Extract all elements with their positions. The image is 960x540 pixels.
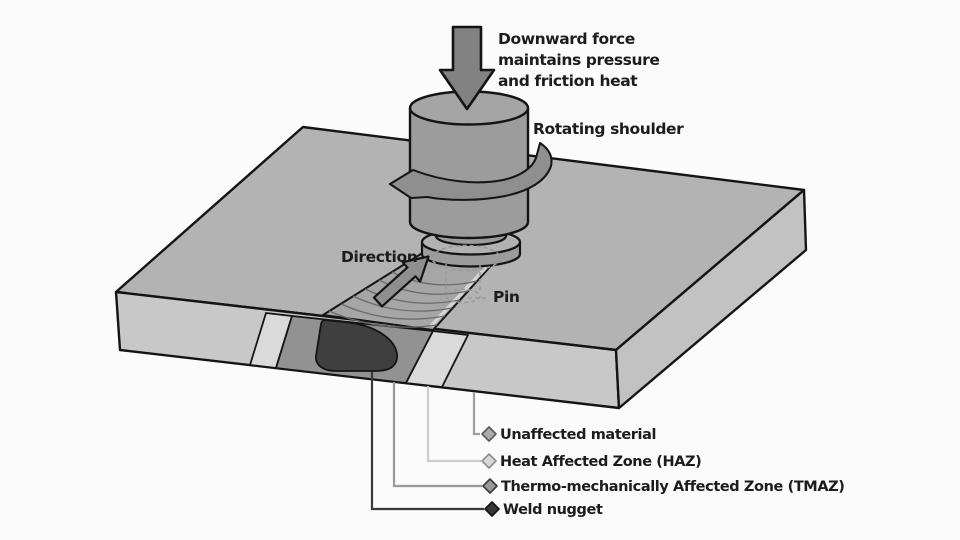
haz-band-right [405,330,469,388]
legend-swatch-tmaz [482,478,498,494]
legend-label-unaffected: Unaffected material [500,427,656,443]
weld-track-wall-highlight [429,258,495,328]
pin-label: Pin [493,288,520,306]
legend-swatch-haz [481,453,497,469]
weld-nugget [315,319,398,372]
leader-nugget [370,372,484,511]
legend-swatch-nugget [484,501,500,517]
tool-cylinder [408,108,530,240]
direction-label: Direction [341,248,417,266]
legend-swatches [481,426,500,517]
legend-label-nugget: Weld nugget [503,502,603,518]
leader-unaffected [472,392,480,436]
downward-force-label-line1: Downward force [498,30,635,48]
downward-force-arrow-icon [438,25,496,111]
downward-force-label-line2: maintains pressure [498,51,660,69]
legend-label-haz: Heat Affected Zone (HAZ) [500,454,701,470]
leader-haz [426,386,481,463]
downward-force-label-line3: and friction heat [498,72,638,90]
legend-swatch-unaffected [481,426,497,442]
pin-bottom-dashed-ellipse [445,288,481,304]
legend-leaders [370,372,484,511]
rotation-arrow-icon [389,142,553,201]
leader-tmaz [392,382,482,488]
direction-arrow-icon [372,255,430,308]
plate-right-face [614,188,808,410]
pin-dashed-outline [431,244,501,304]
legend-label-tmaz: Thermo-mechanically Affected Zone (TMAZ) [501,479,845,495]
rotating-shoulder-label: Rotating shoulder [533,120,684,138]
shoulder-contact-dashed-ellipse [431,244,501,272]
